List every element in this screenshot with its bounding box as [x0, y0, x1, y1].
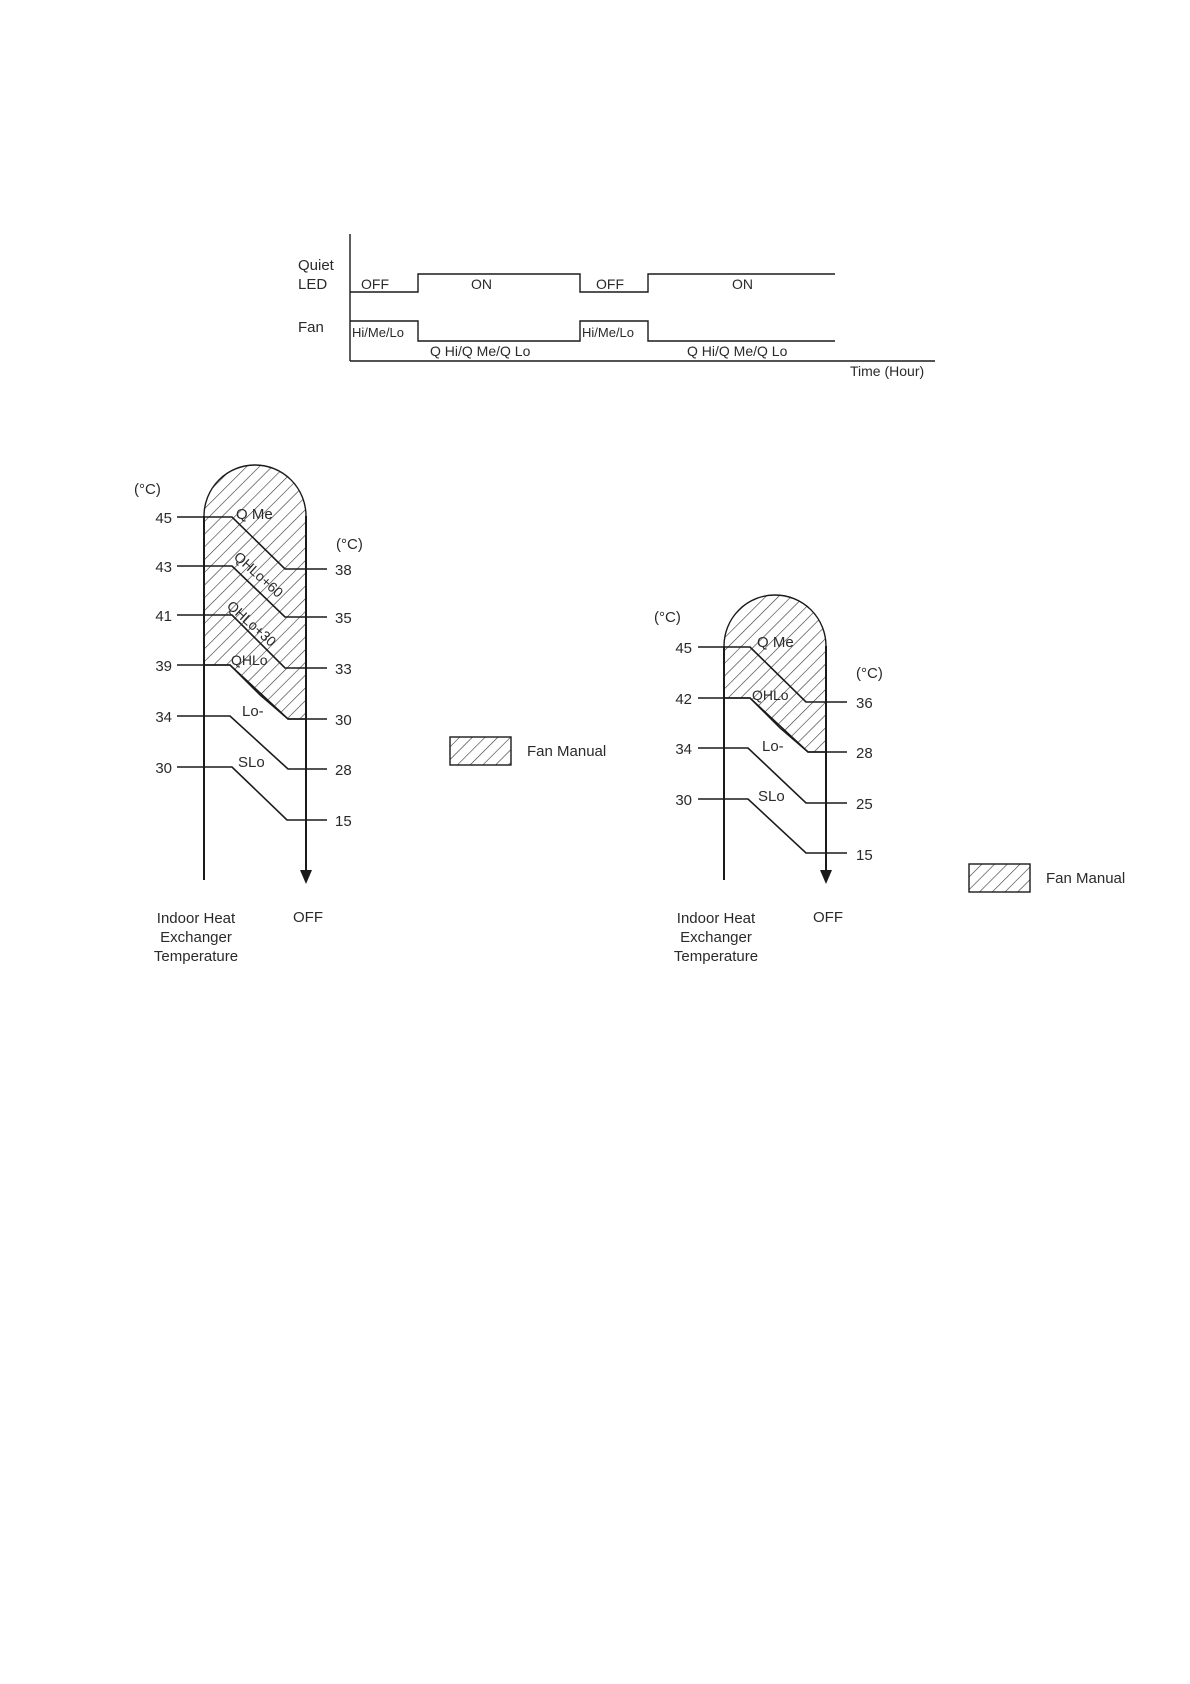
time-axis-label: Time (Hour)	[850, 363, 924, 379]
quiet-timing-diagram: Quiet LED Fan OFF ON OFF ON Hi/Me/Lo Q H…	[298, 234, 935, 379]
quiet-label: Quiet	[298, 257, 335, 274]
left-threshold-line-30-15	[177, 766, 327, 821]
right-off-label: OFF	[813, 909, 843, 926]
left-temp-38: 38	[335, 562, 352, 579]
left-temp-39: 39	[155, 658, 172, 675]
led-signal	[350, 273, 835, 293]
right-axis-label-line1: Indoor Heat	[677, 910, 756, 927]
right-legend-label: Fan Manual	[1046, 870, 1125, 887]
right-zone-qhlo: QHLo	[752, 687, 789, 703]
right-off-arrow-icon	[820, 870, 832, 884]
fan-signal	[350, 320, 835, 342]
led-state-on-1: ON	[471, 276, 492, 292]
fan-state-normal-1: Hi/Me/Lo	[352, 325, 404, 340]
right-fan-manual-zone	[723, 594, 827, 753]
left-temp-15: 15	[335, 813, 352, 830]
left-threshold-line-43-35	[177, 565, 327, 618]
right-temp-45: 45	[675, 640, 692, 657]
left-temp-30: 30	[155, 760, 172, 777]
left-unit-left: (°C)	[134, 481, 161, 498]
right-zone-q-me: Q Me	[757, 634, 794, 651]
left-fan-speed-diagram: (°C) (°C) 45 43 41 39 34 30 38 35 33 30 …	[134, 464, 606, 965]
right-temp-25: 25	[856, 796, 873, 813]
left-temp-34: 34	[155, 709, 172, 726]
left-temp-41: 41	[155, 608, 172, 625]
right-unit-left: (°C)	[654, 609, 681, 626]
right-temp-15: 15	[856, 847, 873, 864]
right-temp-34: 34	[675, 741, 692, 758]
left-zone-slo: SLo	[238, 754, 265, 771]
fan-label: Fan	[298, 319, 324, 336]
led-label: LED	[298, 276, 327, 293]
left-zone-lo-minus: Lo-	[242, 703, 264, 720]
left-zone-q-me: Q Me	[236, 506, 273, 523]
left-axis-label-line3: Temperature	[154, 948, 238, 965]
left-unit-right: (°C)	[336, 536, 363, 553]
right-temp-28: 28	[856, 745, 873, 762]
led-state-off-2: OFF	[596, 276, 624, 292]
left-legend-label: Fan Manual	[527, 743, 606, 760]
led-state-off-1: OFF	[361, 276, 389, 292]
fan-state-normal-2: Hi/Me/Lo	[582, 325, 634, 340]
right-threshold-line-30-15	[698, 798, 847, 854]
left-threshold-line-45-38	[177, 516, 327, 570]
right-temp-36: 36	[856, 695, 873, 712]
fan-state-quiet-2: Q Hi/Q Me/Q Lo	[687, 343, 788, 359]
left-temp-35: 35	[335, 610, 352, 627]
left-fan-manual-zone	[203, 464, 307, 720]
left-threshold-line-34-28	[177, 715, 327, 770]
left-off-arrow-icon	[300, 870, 312, 884]
right-unit-right: (°C)	[856, 665, 883, 682]
right-zone-lo-minus: Lo-	[762, 738, 784, 755]
right-temp-42: 42	[675, 691, 692, 708]
left-threshold-line-41-33	[177, 614, 327, 669]
right-axis-label-line2: Exchanger	[680, 929, 752, 946]
right-temp-30: 30	[675, 792, 692, 809]
left-threshold-line-39-30	[177, 664, 327, 720]
right-threshold-line-34-25	[698, 747, 847, 804]
right-fan-speed-diagram: (°C) (°C) 45 42 34 30 36 28 25 15 Q Me Q…	[654, 594, 1125, 965]
left-temp-28: 28	[335, 762, 352, 779]
right-threshold-line-45-36	[698, 646, 847, 703]
left-temp-43: 43	[155, 559, 172, 576]
left-temp-33: 33	[335, 661, 352, 678]
left-axis-label-line2: Exchanger	[160, 929, 232, 946]
right-legend-swatch	[968, 863, 1031, 893]
left-zone-qhlo: QHLo	[231, 652, 268, 668]
left-legend-swatch	[449, 736, 512, 766]
right-zone-slo: SLo	[758, 788, 785, 805]
left-off-label: OFF	[293, 909, 323, 926]
left-axis-label-line1: Indoor Heat	[157, 910, 236, 927]
left-temp-45: 45	[155, 510, 172, 527]
right-axis-label-line3: Temperature	[674, 948, 758, 965]
led-state-on-2: ON	[732, 276, 753, 292]
left-temp-30-off: 30	[335, 712, 352, 729]
right-threshold-line-42-28	[698, 697, 847, 753]
fan-state-quiet-1: Q Hi/Q Me/Q Lo	[430, 343, 531, 359]
